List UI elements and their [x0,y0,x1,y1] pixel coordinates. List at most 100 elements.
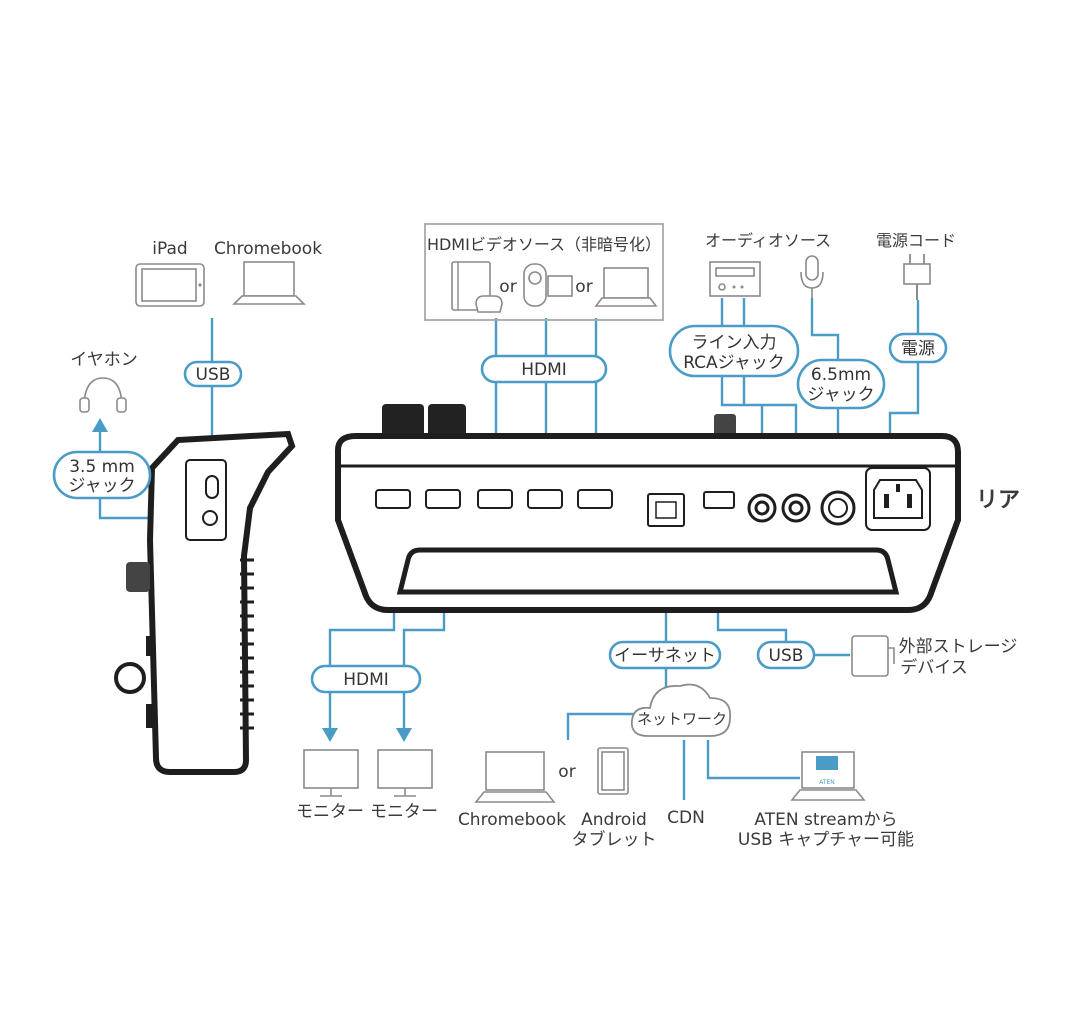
pill-hdmi-output: HDMI [310,664,422,694]
chromebook-bottom-icon [474,751,556,803]
aten-logo-text: ATEN [819,779,835,786]
pill-jack65-line2: ジャック [807,385,874,405]
hdmi-out-port-1 [375,489,411,509]
android-label-1: Android [581,810,647,830]
connection-pills: USB 3.5 mm ジャック HDMI ライン入力 RCAジャック 6.5mm… [52,324,948,728]
earphone-label: イヤホン [70,350,138,370]
camcorder-icon [523,263,573,307]
or-label-2: or [575,277,592,297]
or-label-1: or [499,277,516,297]
usb-rear-port [703,491,735,509]
power-line [888,300,920,440]
aten-logo-mark [816,756,838,770]
power-cord-label: 電源コード [876,231,956,250]
jack-65mm-center [828,498,848,518]
power-pin-1 [884,494,889,508]
power-inlet-socket [873,479,923,519]
ethernet-port [647,493,685,527]
pill-ethernet-text: イーサネット [614,646,716,666]
side-vents [240,558,254,730]
side-button-2 [146,704,154,728]
pill-hdmi-out-text: HDMI [343,670,389,690]
cdn-label: CDN [667,808,705,828]
monitor-1-label: モニター [296,802,364,822]
pill-jack-35mm: 3.5 mm ジャック [52,450,152,500]
pill-ethernet: イーサネット [608,640,722,670]
rear-grille [396,547,900,595]
ethernet-port-inner [655,501,677,519]
network-client-line [566,712,638,740]
network-aten-line [706,740,800,780]
side-knob [126,562,150,592]
chromebook-top-icon [232,261,306,305]
mic-line [810,298,840,484]
microphone-icon [800,255,824,298]
side-headphone-jack [202,510,218,526]
external-storage-icon [851,635,895,677]
pill-jack65-line1: 6.5mm [811,365,871,385]
laptop-source-icon [594,267,658,307]
hdmi-in-port-2 [527,489,563,509]
storage-label-1: 外部ストレージ [899,637,1018,657]
pill-jack-65mm: 6.5mm ジャック [796,358,886,410]
pill-hdmi-input: HDMI [480,354,608,384]
power-pin-2 [907,494,912,508]
pill-line-in-line2: RCAジャック [683,353,785,373]
chromebook-bottom-label: Chromebook [458,810,566,830]
rear-knob-2 [428,404,466,440]
network-label: ネットワーク [637,710,727,728]
pill-jack35-line2: ジャック [68,476,135,496]
audio-mixer-icon [709,261,761,297]
pill-usb-rear-text: USB [769,646,804,666]
audio-source-label: オーディオソース [705,231,831,250]
hdmi-in-port-3 [577,489,613,509]
pill-usb-side-text: USB [196,365,231,385]
chromebook-top-label: Chromebook [214,239,322,259]
power-pin-ground [896,484,900,492]
hdmi-in-port-1 [477,489,513,509]
pill-usb-rear: USB [756,640,816,670]
rear-knob-1 [382,404,424,440]
side-button-1 [146,636,154,656]
pill-usb-side: USB [183,360,243,388]
earphone-arrow [92,418,108,432]
storage-label-2: デバイス [900,657,968,678]
side-usb-c-port [205,475,219,499]
hdmi-out-port-2 [425,489,461,509]
pill-power-text: 電源 [901,339,935,359]
android-label-2: タブレット [572,829,657,850]
rca-jack-2-center [788,500,804,516]
device-side-view [114,430,296,775]
pill-power: 電源 [888,332,948,364]
ipad-label: iPad [152,239,187,259]
monitor-2-icon [377,749,433,797]
ipad-icon [135,263,205,307]
aten-laptop-icon [790,751,866,801]
power-plug-icon [903,254,931,300]
side-bnc [114,662,146,694]
monitor-1-icon [303,749,359,797]
peripheral-icons [79,223,931,803]
text-labels: iPad Chromebook イヤホン HDMIビデオソース（非暗号化） or… [70,231,1020,850]
android-tablet-icon [597,747,629,795]
device-rear-view [335,404,961,613]
aten-label-1: ATEN streamから [754,810,897,830]
monitor-2-label: モニター [370,802,438,822]
pill-line-in-line1: ライン入力 [692,333,777,353]
side-port-panel [185,459,227,541]
headphones-icon [79,377,127,413]
game-console-icon [451,261,503,313]
arrow-monitor-2 [396,728,412,742]
arrow-monitor-1 [322,728,338,742]
pill-line-input: ライン入力 RCAジャック [668,324,800,378]
network-cloud-icon [630,683,732,737]
hdmi-source-frame [424,223,664,321]
hdmi-source-label: HDMIビデオソース（非暗号化） [427,235,661,254]
rear-label: リア [976,488,1020,513]
aten-label-2: USB キャプチャー可能 [738,830,914,850]
pill-hdmi-in-text: HDMI [521,360,567,380]
pill-jack35-line1: 3.5 mm [69,457,135,477]
or-label-3: or [558,762,575,782]
